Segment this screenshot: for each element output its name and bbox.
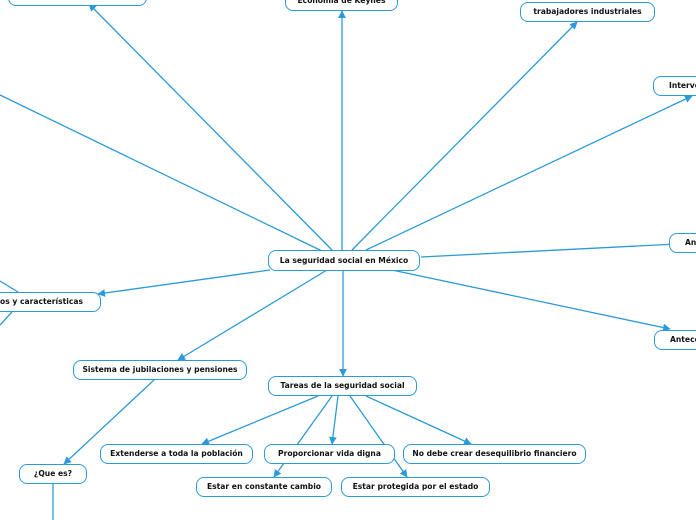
edge-root-to-top-left [88,3,333,251]
edge-root-to-antecedentes [391,269,671,332]
node-no-debe-crear-desequilibrio-financiero[interactable]: No debe crear desequilibrio financiero [403,444,586,464]
edge-root-to-an [420,240,678,258]
edge-root-to-jubilaciones [177,269,328,361]
node-intervencion[interactable]: Interve [653,76,696,96]
node-trabajadores-industriales[interactable]: trabajadores industriales [520,2,655,22]
edge-root-to-intervencion [365,95,693,251]
edge-tareas-to-protegida [349,395,408,478]
node-an[interactable]: An [669,233,696,253]
edge-root-to-left-offscreen [0,94,325,253]
edge-objetos-down [0,311,13,326]
node-tareas-de-la-seguridad-social[interactable]: Tareas de la seguridad social [268,376,417,396]
edge-tareas-to-cambio [273,395,333,478]
node-proporcionar-vida-digna[interactable]: Proporcionar vida digna [264,444,395,464]
node-que-es[interactable]: ¿Que es? [19,464,87,484]
node-estar-en-constante-cambio[interactable]: Estar en constante cambio [196,477,332,497]
node-antecedentes[interactable]: Antece [654,330,696,350]
node-sistema-de-jubilaciones-y-pensiones[interactable]: Sistema de jubilaciones y pensiones [73,360,247,380]
edge-objetos-up [0,280,19,293]
node-top-left[interactable] [8,0,147,6]
node-economia-de-keynes[interactable]: Economía de Keynes [285,0,398,11]
edge-tareas-to-desequilibrio [365,395,472,445]
edge-root-to-objetos [97,269,271,297]
edge-tareas-to-vida-digna [329,395,339,445]
edge-root-to-trabajadores [351,21,578,251]
node-estar-protegida-por-el-estado[interactable]: Estar protegida por el estado [341,477,490,497]
edge-jubilaciones-to-que-es [63,379,155,465]
node-la-seguridad-social-en-mexico[interactable]: La seguridad social en México [268,250,420,271]
node-extenderse-a-toda-la-poblacion[interactable]: Extenderse a toda la población [100,444,253,464]
node-objetos-y-caracteristicas[interactable]: etos y características [0,292,101,312]
edge-tareas-to-extenderse [201,395,319,445]
